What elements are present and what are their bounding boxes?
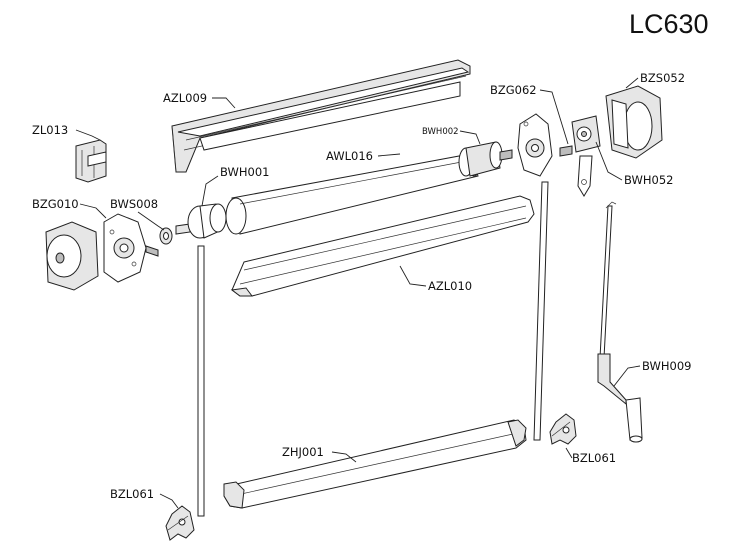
label-bzl061-left: BZL061 bbox=[110, 487, 179, 509]
left-bracket-plate bbox=[103, 213, 147, 283]
screw-set bbox=[145, 227, 173, 257]
left-side-rod bbox=[197, 245, 205, 517]
svg-text:ZHJ001: ZHJ001 bbox=[282, 445, 324, 459]
label-bwh009: BWH009 bbox=[613, 359, 691, 387]
svg-text:BZG062: BZG062 bbox=[490, 83, 537, 97]
right-end-cap bbox=[605, 85, 663, 159]
label-bwh002: BWH002 bbox=[422, 127, 481, 145]
svg-text:BWH052: BWH052 bbox=[624, 173, 673, 187]
label-bzg062: BZG062 bbox=[490, 83, 569, 145]
idle-end-plug bbox=[175, 203, 227, 239]
right-wall-bracket bbox=[549, 413, 577, 445]
svg-text:BZG010: BZG010 bbox=[32, 197, 79, 211]
mounting-clip bbox=[75, 139, 107, 183]
label-bwh001: BWH001 bbox=[201, 165, 269, 207]
lower-cassette-cover bbox=[230, 195, 535, 297]
label-zhj001: ZHJ001 bbox=[282, 445, 357, 463]
label-bzg010: BZG010 bbox=[32, 197, 107, 219]
diagram-title: LC630 bbox=[629, 9, 709, 39]
svg-text:BZL061: BZL061 bbox=[110, 487, 154, 501]
left-end-cap bbox=[45, 221, 99, 291]
left-wall-bracket bbox=[165, 505, 195, 541]
right-bracket-plate bbox=[517, 113, 573, 177]
drive-end-plug bbox=[458, 141, 513, 177]
svg-text:ZL013: ZL013 bbox=[32, 123, 68, 137]
svg-text:BWS008: BWS008 bbox=[110, 197, 158, 211]
top-cassette-rail bbox=[171, 59, 471, 173]
bottom-bar bbox=[223, 419, 527, 509]
svg-text:AZL010: AZL010 bbox=[428, 279, 472, 293]
svg-text:BZS052: BZS052 bbox=[640, 71, 685, 85]
gear-unit bbox=[571, 115, 601, 197]
label-azl009: AZL009 bbox=[163, 91, 236, 109]
svg-text:AZL009: AZL009 bbox=[163, 91, 207, 105]
svg-text:BWH002: BWH002 bbox=[422, 127, 459, 137]
svg-text:BWH009: BWH009 bbox=[642, 359, 691, 373]
label-awl016: AWL016 bbox=[326, 149, 401, 163]
label-bzs052: BZS052 bbox=[625, 71, 685, 89]
crank-handle bbox=[597, 201, 643, 443]
label-bzl061-right: BZL061 bbox=[565, 447, 616, 465]
label-bwh052: BWH052 bbox=[595, 141, 673, 187]
label-bws008: BWS008 bbox=[110, 197, 165, 231]
svg-text:AWL016: AWL016 bbox=[326, 149, 373, 163]
svg-text:BZL061: BZL061 bbox=[572, 451, 616, 465]
svg-text:BWH001: BWH001 bbox=[220, 165, 269, 179]
label-azl010: AZL010 bbox=[399, 265, 472, 293]
right-side-rod bbox=[533, 181, 549, 441]
label-zl013: ZL013 bbox=[32, 123, 101, 141]
